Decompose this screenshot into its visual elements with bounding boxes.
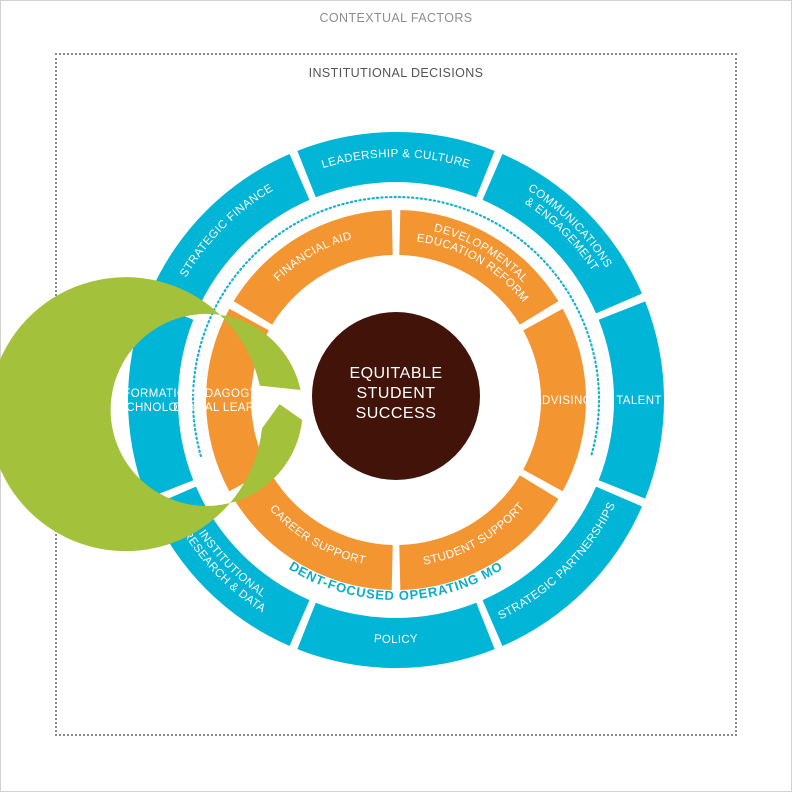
information-technology-label-line-1: INFORMATION [111,388,195,400]
outer-segment-divider [475,596,503,653]
orange-segment-career-support [233,475,393,590]
orange-segment-financial-aid [233,210,393,325]
information-technology-label-line-2: TECHNOLOGY [111,402,196,414]
outer-segment-divider [592,293,649,321]
outer-segment-divider [592,479,649,507]
center-label-line-3: SUCCESS [356,405,437,422]
credentialing-pathways-arc [0,277,303,552]
outer-segment-strategic-finance [150,154,310,314]
orange-segment-divider [516,467,566,500]
institutional-decisions-label: INSTITUTIONAL DECISIONS [308,66,484,80]
outer-segment-communications [482,154,642,314]
center-label-line-2: STUDENT [356,385,435,402]
center-circle [312,312,480,480]
operating-model-dotted-arc [191,195,601,458]
outer-segment-information-technology [127,301,194,499]
outer-segment-divider [475,147,503,204]
orange-segment-advising [523,308,587,492]
orange-segment-developmental-education [399,210,559,325]
outer-segment-leadership [297,131,495,198]
pedagogy-label-line-2: DIGITAL LEARNING [173,402,285,414]
orange-segment-student-support [399,475,559,590]
outer-segment-talent [598,301,665,499]
advising-label: ADVISING [534,395,592,407]
talent-label: TALENT [616,395,662,407]
center-label-line-1: EQUITABLE [349,365,442,382]
contextual-factors-label: CONTEXTUAL FACTORS [319,11,473,25]
outer-segment-divider [289,596,317,653]
pedagogy-label-line-1: PEDAGOGY & [189,388,269,400]
orange-segment-divider [226,300,276,333]
orange-segment-divider [516,300,566,333]
outer-segment-strategic-partnerships [482,486,642,646]
policy-label: POLICY [373,633,418,646]
outer-segment-policy [297,602,495,669]
center-circle-group: EQUITABLE STUDENT SUCCESS [312,312,480,480]
outer-segment-divider [289,147,317,204]
